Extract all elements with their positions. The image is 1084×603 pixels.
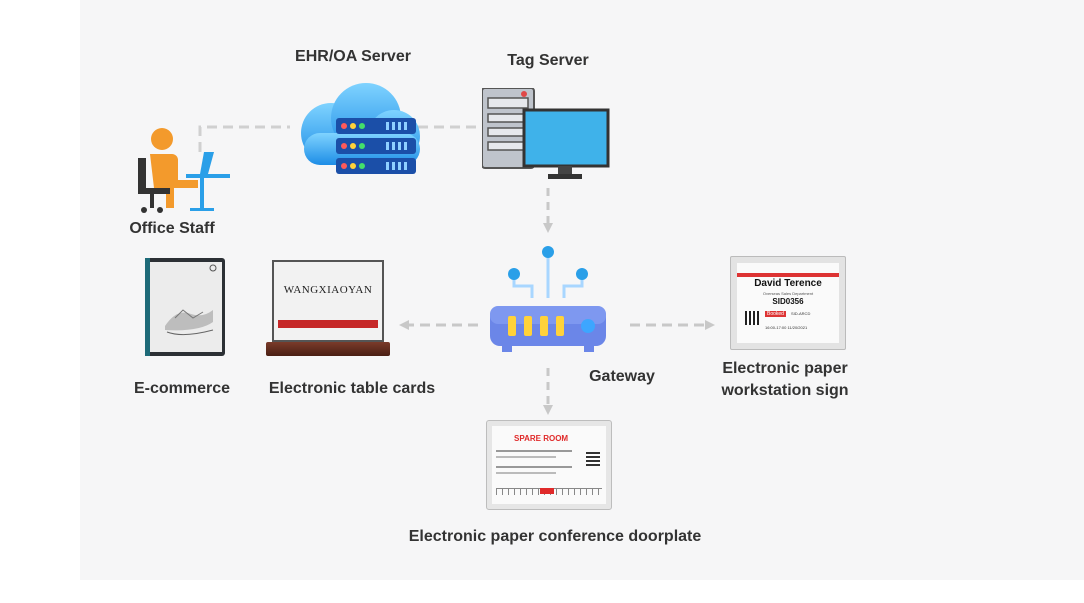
doorplate-timeline-booked xyxy=(540,488,554,494)
doorplate-qr-icon xyxy=(586,452,600,466)
workstation-sign-id: SID0356 xyxy=(772,297,804,306)
tag-server-icon xyxy=(482,88,610,179)
gateway-router-icon xyxy=(490,246,606,352)
doorplate-title: SPARE ROOM xyxy=(514,434,569,443)
staff-to-ehr-connector xyxy=(198,125,290,152)
workstation-sign-screen: David Terence Overseas Sales Department … xyxy=(737,263,839,343)
workstation-sign-label-line1: Electronic paper xyxy=(722,360,848,377)
table-cards-label: Electronic table cards xyxy=(268,380,436,397)
workstation-sign-name: David Terence xyxy=(754,278,822,289)
workstation-sign-device: David Terence Overseas Sales Department … xyxy=(730,256,846,350)
doorplate-device: SPARE ROOM xyxy=(486,420,612,510)
workstation-sign-time: 16:00-17:00 11/20/2021 xyxy=(765,325,808,330)
workstation-sign-red-strip xyxy=(737,273,839,277)
workstation-sign-department: Overseas Sales Department xyxy=(762,291,814,296)
doorplate-line-3 xyxy=(496,466,572,468)
cloud-server-icon xyxy=(301,83,420,174)
conference-doorplate-label: Electronic paper conference doorplate xyxy=(408,528,702,545)
ereader-device-icon xyxy=(145,258,225,356)
table-card-name: WANGXIAOYAN xyxy=(283,284,373,296)
office-staff-label: Office Staff xyxy=(129,220,215,237)
table-card-base xyxy=(266,342,390,356)
doorplate-line-2 xyxy=(496,456,556,458)
office-staff-icon xyxy=(138,128,230,213)
table-card-screen: WANGXIAOYAN xyxy=(272,260,384,342)
doorplate-line-1 xyxy=(496,450,572,452)
ehr-server-label: EHR/OA Server xyxy=(295,48,411,65)
doorplate-line-4 xyxy=(496,472,556,474)
workstation-sign-label: Electronic paper workstation sign xyxy=(700,358,870,402)
workstation-sign-status-detail: SID-ARCD xyxy=(791,311,811,316)
doorplate-screen: SPARE ROOM xyxy=(492,426,606,504)
tag-server-label: Tag Server xyxy=(507,52,589,69)
table-card-red-bar xyxy=(278,320,378,328)
qr-code-icon xyxy=(745,311,759,325)
workstation-sign-status: Booked xyxy=(765,311,786,317)
table-card-device: WANGXIAOYAN xyxy=(266,260,390,356)
gateway-label: Gateway xyxy=(589,368,655,385)
ecommerce-label: E-commerce xyxy=(133,380,231,397)
workstation-sign-label-line2: workstation sign xyxy=(721,382,849,399)
